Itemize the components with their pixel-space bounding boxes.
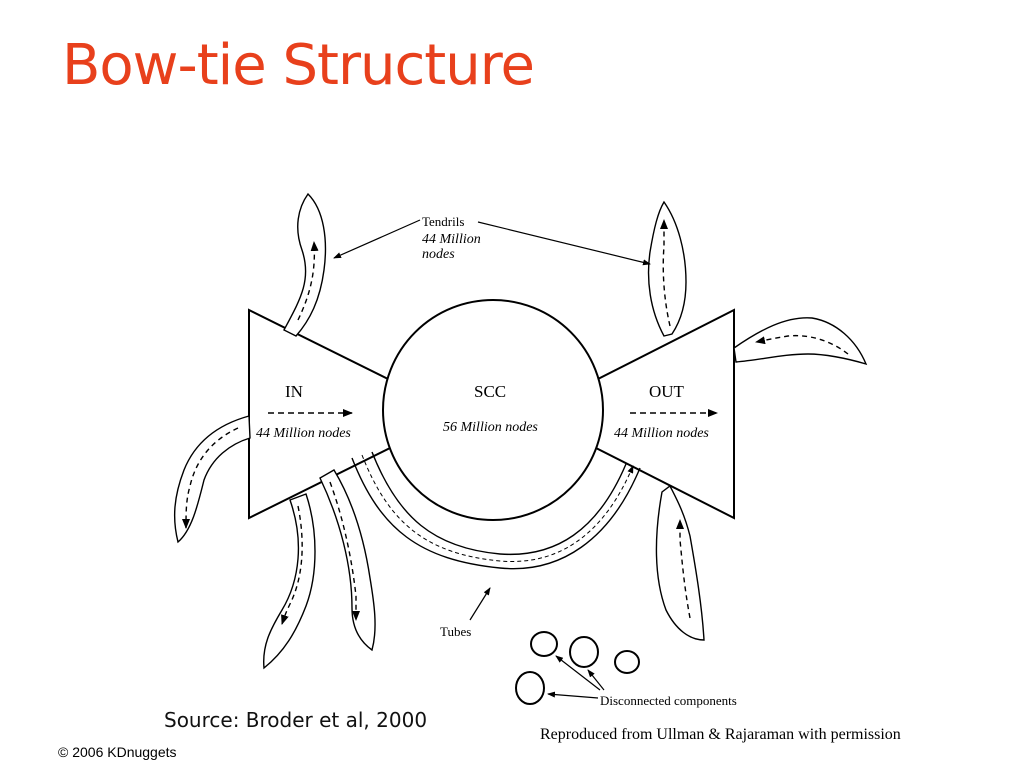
copyright: © 2006 KDnuggets — [58, 744, 177, 760]
tendril-bottom-right — [655, 484, 705, 641]
out-count: 44 Million nodes — [614, 426, 709, 441]
disconnected-blob-3 — [614, 650, 640, 674]
disconnected-leader-1 — [555, 655, 601, 691]
tendril-top-right — [647, 200, 687, 337]
reproduction-note: Reproduced from Ullman & Rajaraman with … — [540, 726, 901, 743]
tendril-top-left — [283, 192, 327, 337]
tubes-label: Tubes — [440, 624, 471, 639]
out-component-shape — [595, 308, 735, 520]
scc-circle — [382, 299, 604, 521]
tendrils-count-line1: 44 Million — [422, 232, 481, 247]
disconnected-label: Disconnected components — [600, 693, 737, 708]
disconnected-blob-1 — [530, 631, 558, 657]
scc-count: 56 Million nodes — [443, 420, 538, 435]
tendril-bottom-left-1 — [263, 493, 316, 670]
tendril-bottom-left-2 — [319, 469, 376, 652]
slide-title: Bow-tie Structure — [62, 33, 535, 98]
disconnected-leader-3 — [547, 691, 599, 699]
tendrils-leader-right — [477, 221, 651, 266]
tendril-right — [733, 317, 868, 366]
scc-label: SCC — [474, 382, 506, 401]
tube-band — [351, 451, 641, 570]
disconnected-blob-4 — [515, 671, 545, 705]
out-label: OUT — [649, 382, 685, 401]
source-citation: Source: Broder et al, 2000 — [164, 708, 428, 732]
tubes-leader — [469, 587, 491, 621]
in-count: 44 Million nodes — [256, 426, 351, 441]
tendrils-count-line2: nodes — [422, 247, 455, 262]
tendrils-leader-left — [333, 219, 421, 259]
disconnected-leader-2 — [587, 669, 605, 691]
disconnected-blob-2 — [569, 636, 599, 668]
in-label: IN — [285, 382, 303, 401]
tendril-left — [173, 415, 251, 544]
in-component-shape — [248, 308, 391, 520]
tendrils-label: Tendrils — [422, 214, 464, 229]
